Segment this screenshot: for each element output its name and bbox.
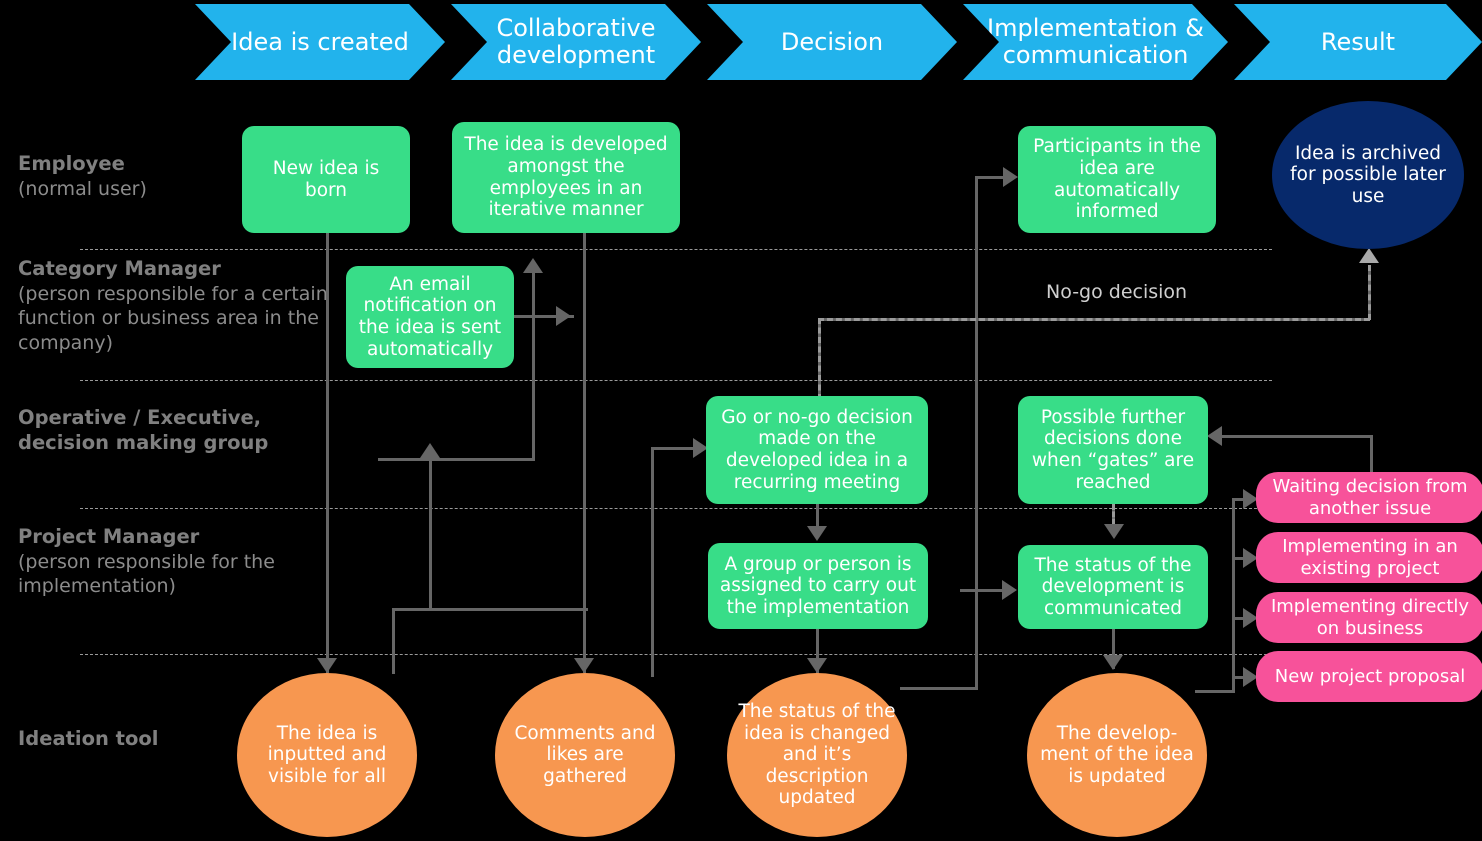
lane-divider-1 [80, 249, 1272, 250]
annotation-no-go-decision: No-go decision [1046, 281, 1188, 303]
node-status-of-development-communicated[interactable]: The status of the development is communi… [1018, 545, 1208, 629]
lane-title: Project Manager [18, 525, 200, 548]
phase-decision[interactable]: Decision [707, 4, 957, 80]
phase-label: Collaborative development [496, 14, 656, 69]
arrowhead-right [1243, 489, 1258, 509]
connector-up-to-participants [975, 176, 978, 690]
connector-decision-to-assigned [816, 504, 819, 534]
connector-into-participants [975, 176, 1009, 179]
connector-waiting-left [1222, 435, 1373, 438]
node-waiting-decision-another-issue[interactable]: Waiting decision from another issue [1256, 472, 1482, 523]
arrowhead-down [807, 526, 827, 541]
arrowhead-left [1207, 426, 1222, 446]
phase-collaborative-development[interactable]: Collaborative development [451, 4, 701, 80]
node-group-assigned-implementation[interactable]: A group or person is assigned to carry o… [708, 543, 928, 629]
phase-label: Result [1320, 27, 1396, 56]
lane-divider-3 [80, 508, 1272, 509]
lane-subtitle: (normal user) [18, 177, 147, 200]
arrowhead-right [1003, 167, 1018, 187]
connector-inputted-up-h [392, 608, 588, 611]
connector-waiting-up [1370, 435, 1373, 477]
node-implementing-existing-project[interactable]: Implementing in an existing project [1256, 532, 1482, 583]
connector-rise-base [378, 458, 534, 461]
arrowhead-right [1243, 667, 1258, 687]
connector-email-right [512, 315, 574, 318]
connector-nogo-horizontal [818, 318, 1370, 321]
node-new-idea-is-born[interactable]: New idea is born [242, 126, 410, 233]
lane-label-project-manager: Project Manager (person responsible for … [18, 525, 328, 599]
node-possible-further-decisions[interactable]: Possible further decisions done when “ga… [1018, 396, 1208, 504]
arrowhead-right [693, 438, 708, 458]
lane-subtitle: (person responsible for the implementati… [18, 550, 275, 598]
connector-inputted-up-v [392, 608, 395, 674]
arrowhead-up [523, 258, 543, 273]
node-idea-developed-amongst-employees[interactable]: The idea is developed amongst the employ… [452, 122, 680, 233]
lane-divider-2 [80, 380, 1272, 381]
node-development-of-idea-updated[interactable]: The develop- ment of the idea is updated [1027, 673, 1207, 837]
connector-developed-to-comments [583, 233, 586, 673]
arrowhead-down [574, 658, 594, 673]
node-participants-automatically-informed[interactable]: Participants in the idea are automatical… [1018, 126, 1216, 233]
phase-label: Implementation & communication [987, 14, 1204, 69]
phase-implementation-communication[interactable]: Implementation & communication [963, 4, 1228, 80]
phase-result[interactable]: Result [1234, 4, 1482, 80]
connector-to-email-v [429, 458, 432, 610]
lane-title: Employee [18, 152, 125, 175]
arrowhead-up [420, 443, 440, 458]
connector-rise-to-developed [532, 273, 535, 461]
connector-nogo-up-to-archive [1368, 265, 1371, 320]
connector-gates-to-status-dashed [1112, 504, 1115, 532]
node-implementing-directly-on-business[interactable]: Implementing directly on business [1256, 592, 1482, 643]
node-go-or-no-go-decision[interactable]: Go or no-go decision made on the develop… [706, 396, 928, 504]
connector-devupdated-right [1195, 690, 1235, 693]
arrowhead-right [556, 306, 571, 326]
arrowhead-down [1104, 524, 1124, 539]
node-status-changed-description-updated[interactable]: The status of the idea is changed and it… [727, 673, 907, 837]
connector-communicated-to-devupdated [1112, 629, 1115, 669]
lane-divider-4 [80, 654, 1272, 655]
phase-idea-is-created[interactable]: Idea is created [195, 4, 445, 80]
connector-nogo-vertical [818, 318, 821, 400]
node-new-project-proposal[interactable]: New project proposal [1256, 651, 1482, 702]
arrowhead-down [1103, 655, 1123, 670]
connector-comments-to-decision-h [651, 447, 703, 450]
arrowhead-down [807, 658, 827, 673]
lane-title: Ideation tool [18, 727, 159, 750]
arrowhead-up [1359, 248, 1379, 263]
connector-assigned-to-statuschanged [816, 629, 819, 674]
arrowhead-right [1243, 608, 1258, 628]
connector-comments-to-decision-v [651, 447, 654, 677]
node-email-notification-sent[interactable]: An email notification on the idea is sen… [346, 266, 514, 368]
lane-title: Operative / Executive, decision making g… [18, 406, 269, 454]
connector-pink-branch-spine [1232, 498, 1235, 693]
node-idea-inputted-visible-for-all[interactable]: The idea is inputted and visible for all [237, 673, 417, 837]
arrowhead-down [317, 658, 337, 673]
lane-label-operative-executive: Operative / Executive, decision making g… [18, 406, 328, 456]
node-comments-and-likes-gathered[interactable]: Comments and likes are gathered [495, 673, 675, 837]
phase-label: Decision [780, 27, 884, 56]
lane-label-ideation-tool: Ideation tool [18, 727, 328, 752]
node-idea-archived-for-later-use[interactable]: Idea is archived for possible later use [1272, 101, 1464, 249]
lane-label-employee: Employee (normal user) [18, 152, 328, 201]
connector-assigned-to-communicated [960, 589, 1012, 592]
lane-subtitle: (person responsible for a certain functi… [18, 282, 328, 354]
connector-newidea-to-inputted [326, 233, 329, 673]
arrowhead-right [1002, 580, 1017, 600]
lane-label-category-manager: Category Manager (person responsible for… [18, 257, 328, 355]
phase-header: Idea is created Collaborative developmen… [195, 4, 1482, 80]
phase-label: Idea is created [231, 27, 409, 56]
arrowhead-right [1243, 548, 1258, 568]
connector-statuschanged-right [900, 687, 978, 690]
lane-title: Category Manager [18, 257, 221, 280]
